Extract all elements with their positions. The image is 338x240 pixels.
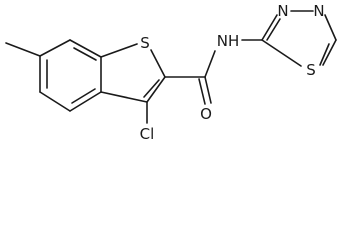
carbonyl-oxygen-label: O: [200, 105, 212, 123]
bond-skeleton: [5, 10, 337, 124]
thiadiazole-nitrogen-label: N: [277, 2, 288, 20]
thiadiazole-sulfur-label: S: [306, 61, 316, 79]
molecule-structure: S NH O Cl N N S: [5, 2, 337, 143]
chlorine-label: Cl: [140, 125, 155, 143]
ring-sulfur-label: S: [140, 34, 150, 52]
thiadiazole-nitrogen-label: N: [313, 2, 324, 20]
amide-nh-label: NH: [217, 32, 240, 50]
